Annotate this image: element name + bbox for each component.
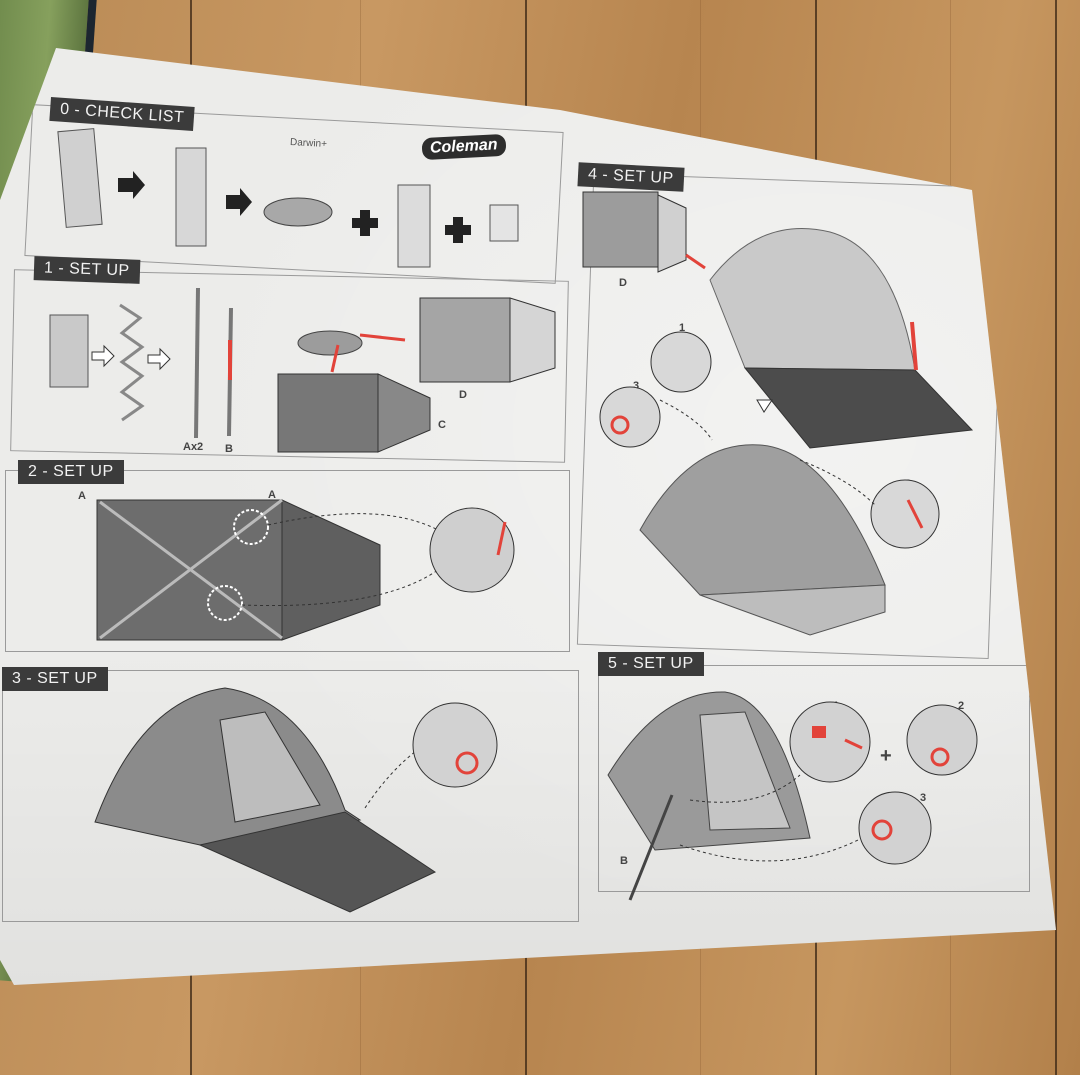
zoom-detail-clip-2 (870, 479, 940, 549)
zoom-detail-ring-2 (906, 704, 978, 776)
detail-callout (233, 509, 269, 545)
zoom-detail-ring-3 (858, 791, 932, 865)
tent-bag-icon (57, 128, 103, 228)
plus-icon (360, 210, 370, 236)
callout-dotted-line (241, 569, 439, 607)
tent-vestibule-flat (377, 373, 431, 453)
pegs-bag-icon (489, 204, 519, 242)
label-pole-a: Ax2 (183, 441, 204, 453)
tent-door-step5 (699, 711, 791, 831)
callout-dotted-line (679, 837, 863, 862)
red-arrow-icon (906, 499, 924, 529)
callout-dotted-line (267, 513, 439, 531)
callout-dotted-line (799, 459, 876, 506)
tent-vestibule-floor (281, 499, 381, 641)
label-pole-b: B (225, 443, 233, 455)
label-b-step5: B (620, 855, 628, 867)
section-title-setup2: 2 - SET UP (18, 460, 124, 484)
pole-a-icon (194, 287, 200, 439)
plus-icon (453, 217, 463, 243)
plus-sign: + (880, 745, 892, 767)
zoom-detail-clip-1 (650, 331, 712, 393)
unrolling-tent-icon (297, 330, 363, 356)
shock-cord-icon (119, 303, 145, 422)
arrow-right-icon (226, 188, 252, 216)
panel-setup5 (598, 665, 1030, 892)
tent-top-view (419, 297, 511, 383)
step-badge-2-step5: 2 (958, 700, 965, 712)
vestibule-floor (198, 811, 437, 913)
section-title-setup3: 3 - SET UP (2, 667, 108, 691)
arrow-outline-icon (91, 344, 115, 368)
label-d: D (459, 389, 467, 401)
pole-cross-b (99, 498, 283, 640)
callout-dotted-line (689, 774, 801, 803)
folded-poles-icon (49, 314, 89, 388)
tent-top-vestibule (509, 297, 556, 383)
dome-tent-pitched (639, 444, 886, 596)
zoom-detail-pole-tip (789, 701, 871, 783)
label-a-right: A (268, 489, 276, 501)
pole-b-step5 (628, 794, 674, 901)
red-arrow-icon (359, 333, 406, 342)
label-c: C (438, 419, 446, 431)
label-a-left: A (78, 490, 86, 502)
ring-icon (455, 751, 479, 775)
detail-callout (207, 585, 243, 621)
red-arrow-icon (330, 344, 340, 373)
zoom-detail-clip-3 (599, 386, 661, 448)
red-tip-icon (812, 726, 826, 738)
tent-top-view-step4 (582, 191, 659, 268)
dome-tent-raised (709, 228, 916, 371)
red-arrow-icon (910, 321, 918, 371)
panel-setup2 (5, 470, 570, 652)
arrow-outline-icon (147, 347, 171, 371)
tent-top-vestibule-step4 (657, 194, 687, 273)
red-arrow-icon (496, 521, 507, 556)
step-badge-1: 1 (679, 322, 686, 334)
step-badge-3-step5: 3 (920, 792, 927, 804)
section-title-setup5: 5 - SET UP (598, 652, 704, 676)
arrow-right-icon (118, 171, 145, 199)
label-d-step4: D (619, 277, 627, 289)
pitched-tent-vestibule (699, 584, 886, 636)
arrow-down-outline-icon (756, 399, 773, 413)
zoom-detail-pole-clip (429, 507, 515, 593)
rolled-tent-icon (263, 197, 333, 227)
panel-setup3 (2, 670, 579, 922)
raised-tent-floor (743, 367, 974, 449)
callout-dotted-line (659, 399, 713, 441)
tent-flat-layout (277, 373, 379, 453)
pole-bag-icon (397, 184, 431, 268)
zoom-detail-stake-ring (412, 702, 498, 788)
packed-tent-icon (175, 147, 207, 247)
floor-seam (1055, 0, 1057, 1075)
ring-icon (871, 819, 893, 841)
red-arrow-icon (844, 738, 863, 750)
ring-icon (930, 747, 950, 767)
callout-dotted-line (364, 747, 421, 809)
red-arrow-icon (685, 253, 706, 270)
ring-icon (610, 415, 630, 435)
step-badge-3: 3 (633, 380, 640, 392)
tent-door-panel (219, 711, 321, 823)
